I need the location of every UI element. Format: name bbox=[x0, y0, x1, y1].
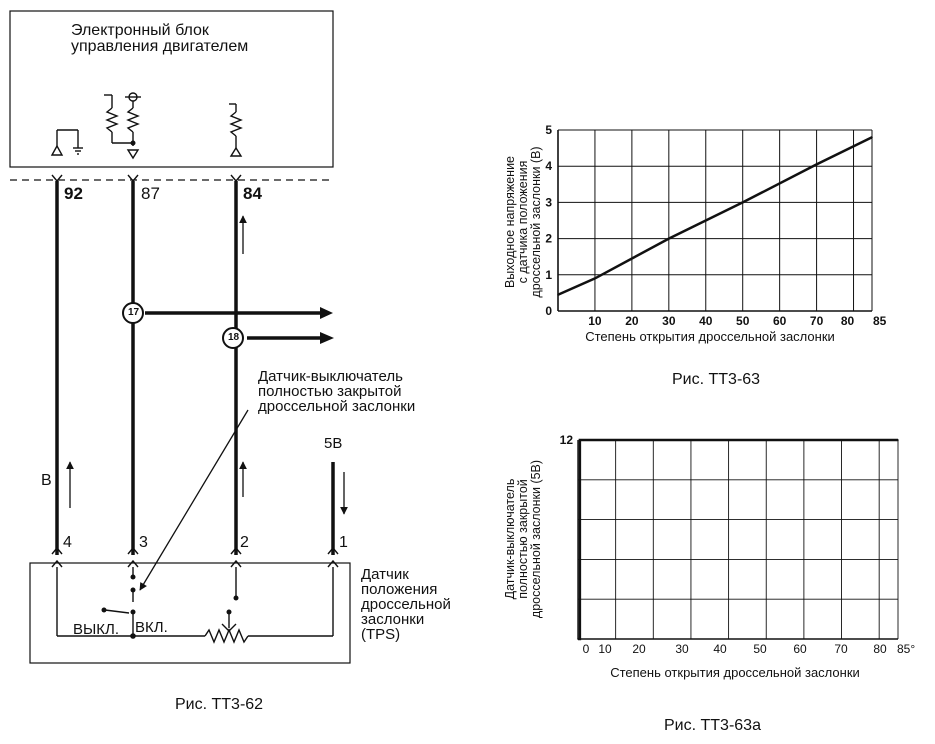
chart1-ytick-5: 5 bbox=[545, 123, 552, 137]
tps-pin-2: 2 bbox=[240, 534, 249, 551]
switch-off-label: ВЫКЛ. bbox=[73, 621, 120, 638]
chart1-ytick-1: 1 bbox=[545, 268, 552, 282]
chart1-xlabel: Степень открытия дроссельной заслонки bbox=[585, 329, 835, 344]
caption-fig63: Рис. ТТ3-63 bbox=[672, 371, 761, 388]
idle-switch-label-line1: Датчик-выключатель bbox=[258, 368, 403, 385]
ecu-resistor-84 bbox=[229, 103, 243, 157]
chart2-xtick-70: 70 bbox=[834, 642, 848, 656]
ecu-ground-symbol bbox=[50, 129, 83, 156]
chart1-ylabel-line3: дроссельной заслонки (В) bbox=[529, 146, 543, 297]
idle-switch-label-line3: дроссельной заслонки bbox=[258, 398, 416, 415]
chart2-xtick-60: 60 bbox=[793, 642, 807, 656]
tps-label-line4: заслонки bbox=[361, 611, 425, 628]
chart2-point-2 bbox=[579, 439, 581, 441]
chart1-point-1 bbox=[594, 277, 596, 280]
junction-17-label: 17 bbox=[127, 307, 140, 318]
ecu-resistor-pair bbox=[104, 92, 141, 160]
chart1-point-4 bbox=[815, 163, 818, 166]
chart1-xtick-20: 20 bbox=[625, 314, 639, 328]
tps-label-line5: (TPS) bbox=[361, 626, 401, 643]
chart2-xtick-30: 30 bbox=[675, 642, 689, 656]
chart1-ytick-3: 3 bbox=[545, 195, 552, 209]
chart2-xtick-50: 50 bbox=[753, 642, 767, 656]
chart2-xtick-80: 80 bbox=[873, 642, 887, 656]
switch-on-label: ВКЛ. bbox=[135, 619, 168, 636]
chart2-xtick-10: 10 bbox=[598, 642, 612, 656]
chart1-xtick-70: 70 bbox=[810, 314, 824, 328]
junction-18 bbox=[222, 327, 244, 349]
chart1-xtick-10: 10 bbox=[588, 314, 602, 328]
chart1-xtick-85: 85 bbox=[873, 314, 887, 328]
chart2-xtick-40: 40 bbox=[713, 642, 727, 656]
idle-switch-leader bbox=[139, 409, 249, 591]
chart2-series-line bbox=[578, 438, 898, 641]
chart2-ylabel-line2: полностью закрытой bbox=[516, 479, 530, 599]
chart2-ylabel-line1: Датчик-выключатель bbox=[503, 479, 517, 600]
junction-18-label: 18 bbox=[227, 332, 240, 343]
caption-fig63a: Рис. ТТ3-63а bbox=[664, 717, 761, 734]
tps-contact-dots bbox=[101, 574, 239, 639]
ecu-pin-87: 87 bbox=[141, 184, 160, 203]
chart2-xtick-85°: 85° bbox=[897, 642, 915, 656]
ecu-box bbox=[9, 10, 334, 168]
tps-connector-marks bbox=[51, 546, 339, 568]
chart2-ytick-12: 12 bbox=[560, 433, 574, 447]
chart1-xtick-40: 40 bbox=[699, 314, 713, 328]
ecu-pin-84: 84 bbox=[243, 184, 262, 203]
chart2-xlabel: Степень открытия дроссельной заслонки bbox=[610, 665, 860, 680]
ecu-pin-92: 92 bbox=[64, 184, 83, 203]
idle-switch-label-line2: полностью закрытой bbox=[258, 383, 402, 400]
chart2-xtick-0: 0 bbox=[583, 642, 590, 656]
junction-17 bbox=[122, 302, 144, 324]
chart2-ylabel-line3: дроссельной заслонки (5В) bbox=[529, 460, 543, 618]
chart1-point-5 bbox=[871, 136, 873, 139]
tps-pin-1: 1 bbox=[339, 534, 348, 551]
ecu-title-line1: Электронный блок bbox=[71, 22, 209, 39]
chart2-point-3 bbox=[897, 439, 899, 441]
chart1-xtick-60: 60 bbox=[773, 314, 787, 328]
chart2-point-0 bbox=[577, 638, 579, 640]
tps-label-line3: дроссельной bbox=[361, 596, 451, 613]
chart1-series-line bbox=[557, 136, 873, 296]
chart2-xtick-20: 20 bbox=[632, 642, 646, 656]
chart1-xtick-80: 80 bbox=[841, 314, 855, 328]
chart1-ytick-4: 4 bbox=[545, 159, 552, 173]
tps-pin-4: 4 bbox=[63, 534, 72, 551]
voltage-5v-label: 5В bbox=[324, 435, 343, 452]
tps-label-line1: Датчик bbox=[361, 566, 409, 583]
chart1-ylabel-line2: с датчика положения bbox=[516, 161, 530, 284]
chart1-ytick-0: 0 bbox=[545, 304, 552, 318]
chart1-xtick-30: 30 bbox=[662, 314, 676, 328]
chart1-point-2 bbox=[668, 237, 670, 240]
caption-fig62: Рис. ТТ3-62 bbox=[175, 696, 264, 713]
chart1-ylabel-line1: Выходное напряжение bbox=[503, 156, 517, 288]
chart1-point-0 bbox=[557, 293, 559, 296]
tps-label-line2: положения bbox=[361, 581, 438, 598]
chart2-point-1 bbox=[579, 638, 581, 640]
ecu-title-line2: управления двигателем bbox=[71, 38, 249, 55]
chart1-xtick-50: 50 bbox=[736, 314, 750, 328]
tps-box bbox=[29, 562, 351, 664]
ground-b-label: В bbox=[41, 472, 52, 489]
chart1-point-3 bbox=[741, 201, 744, 204]
tps-pin-3: 3 bbox=[139, 534, 148, 551]
chart1-ytick-2: 2 bbox=[545, 232, 552, 246]
